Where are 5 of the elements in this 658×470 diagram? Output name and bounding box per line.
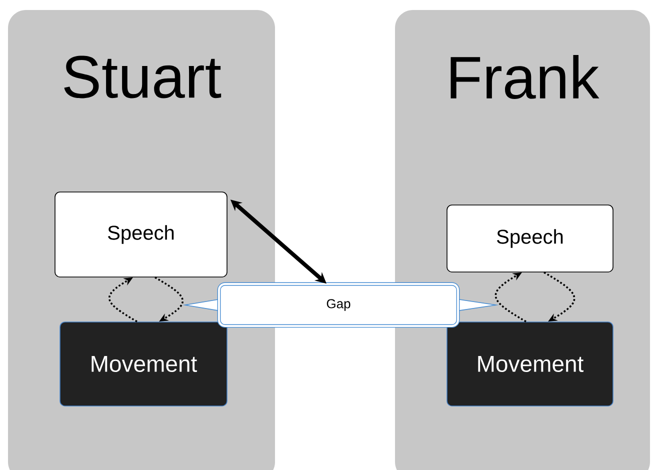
movement-box: Movement (60, 322, 228, 406)
speech-box: Speech (54, 192, 228, 278)
gap-callout: Gap (182, 282, 499, 328)
movement-box: Movement (446, 322, 614, 406)
speech-box: Speech (446, 204, 614, 272)
